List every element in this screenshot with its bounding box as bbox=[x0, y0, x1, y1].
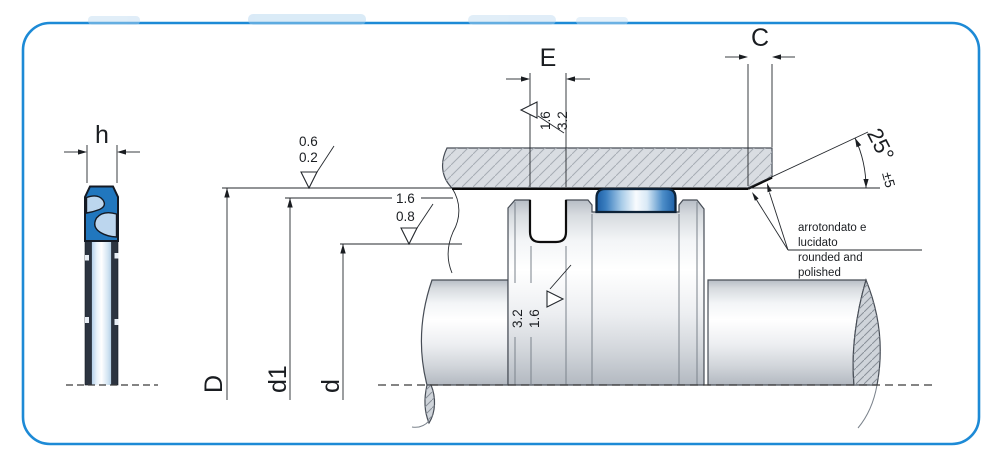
seal-cross-section-view: h bbox=[64, 121, 158, 386]
housing-hatch bbox=[442, 148, 772, 188]
finish-value: 1.6 bbox=[527, 309, 542, 328]
arrowhead bbox=[78, 149, 87, 155]
arrowhead bbox=[772, 54, 781, 60]
arrowhead bbox=[863, 179, 869, 188]
piston-edge-lines bbox=[514, 202, 698, 385]
dimension-E: E 1.6 3.2 bbox=[506, 44, 590, 187]
note-rounded-polished: arrotondato e lucidato rounded and polis… bbox=[752, 183, 922, 279]
finish-value: 3.2 bbox=[510, 309, 525, 328]
dimension-d1: d1 1.6 0.8 bbox=[264, 191, 453, 400]
rod-right-break-hatch bbox=[853, 280, 881, 385]
watermark-smudge bbox=[88, 14, 628, 25]
arrowhead bbox=[287, 198, 293, 208]
dimension-d1-label: d1 bbox=[264, 365, 292, 393]
installation-view bbox=[378, 147, 932, 429]
rod-right-break-tail bbox=[857, 384, 878, 429]
arrowhead bbox=[566, 76, 575, 82]
rod-left-break-tail bbox=[411, 420, 430, 428]
dimension-D-label: D bbox=[200, 375, 228, 393]
finish-value: 0.2 bbox=[299, 150, 318, 165]
dimension-d-label: d bbox=[317, 379, 345, 393]
seal-spring-channel-upper bbox=[85, 195, 106, 214]
empty-groove-outline bbox=[528, 200, 568, 244]
finish-symbol-bore: 0.6 0.2 bbox=[299, 134, 335, 190]
note-line: lucidato bbox=[798, 237, 838, 249]
arrowhead bbox=[521, 76, 530, 82]
arrowhead bbox=[340, 244, 346, 254]
note-line: rounded and bbox=[798, 252, 863, 264]
seal-spring-channel-lower bbox=[94, 211, 118, 238]
rod-left bbox=[420, 279, 509, 386]
rod-left-break-hatch bbox=[424, 385, 435, 423]
arrowhead bbox=[855, 138, 862, 148]
finish-value: 1.6 bbox=[396, 191, 415, 206]
housing-break-line bbox=[447, 187, 460, 274]
seal-body-right-rail bbox=[111, 240, 119, 386]
dimension-h-label: h bbox=[95, 121, 109, 149]
seal-body-left-rail bbox=[84, 240, 92, 386]
bore-chamfer-line bbox=[747, 176, 773, 190]
dimension-D: D 0.6 0.2 bbox=[200, 134, 452, 400]
finish-value: 1.6 bbox=[538, 111, 553, 130]
finish-symbol-groove-flanks: 3.2 1.6 bbox=[510, 264, 572, 328]
chamfer-angle-tolerance: ±5 bbox=[879, 170, 899, 189]
dimension-E-label: E bbox=[540, 44, 557, 72]
arrowhead bbox=[739, 54, 748, 60]
arrowhead bbox=[767, 183, 772, 193]
finish-symbol-groove-width: 1.6 3.2 bbox=[519, 101, 570, 134]
dimension-C-label: C bbox=[751, 24, 769, 52]
dimension-C: C bbox=[725, 24, 795, 186]
note-line: polished bbox=[798, 267, 841, 279]
arrowhead bbox=[752, 192, 759, 201]
note-line: arrotondato e bbox=[798, 222, 866, 234]
dimension-d: d bbox=[317, 243, 462, 400]
seal-body-notches bbox=[85, 253, 119, 325]
arrowhead bbox=[224, 188, 230, 198]
rod-right bbox=[707, 279, 867, 386]
finish-symbol-groove-bottom: 1.6 0.8 bbox=[396, 191, 434, 246]
finish-value: 3.2 bbox=[555, 111, 570, 130]
finish-value: 0.6 bbox=[299, 134, 318, 149]
finish-value: 0.8 bbox=[396, 209, 415, 224]
dimension-h: h bbox=[64, 121, 140, 183]
seal-installed bbox=[595, 187, 677, 214]
arrowhead bbox=[117, 149, 126, 155]
